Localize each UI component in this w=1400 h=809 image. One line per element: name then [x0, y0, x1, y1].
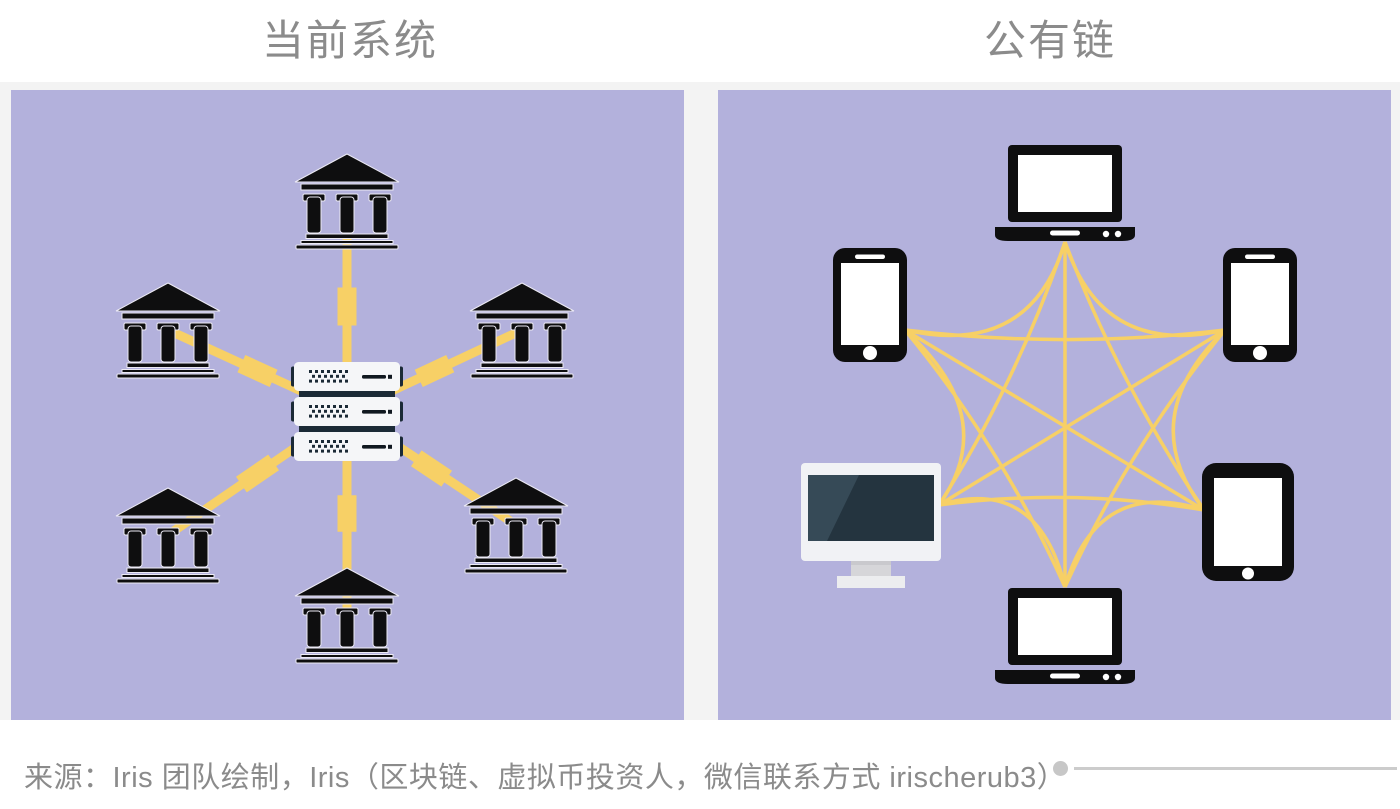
mesh-link: [903, 328, 1067, 588]
divider-dot-icon: [1053, 761, 1068, 776]
tablet-icon: [1202, 463, 1294, 581]
link-joint: [237, 354, 278, 388]
bank-icon: [115, 487, 221, 584]
right-panel-title: 公有链: [983, 17, 1116, 64]
central-server-icon: [291, 362, 403, 461]
mesh-nodes-layer: [801, 145, 1297, 684]
mesh-link: [1171, 328, 1227, 512]
laptop-icon: [995, 145, 1135, 241]
link-joint: [411, 450, 452, 487]
laptop-icon: [995, 588, 1135, 684]
mesh-link: [938, 495, 1205, 512]
mesh-link: [904, 241, 1067, 338]
mesh-links-layer: [903, 241, 1227, 588]
desktop-icon: [801, 463, 941, 588]
bank-icon: [294, 567, 400, 664]
mesh-link: [903, 328, 966, 507]
caption-band: 来源：Iris 团队绘制，Iris（区块链、虚拟币投资人，微信联系方式 iris…: [0, 720, 1400, 809]
mesh-link: [938, 496, 1067, 588]
public-chain-diagram: [801, 145, 1297, 684]
divider-line: [1074, 767, 1397, 770]
title-band: 当前系统 公有链: [0, 0, 1400, 82]
mesh-link: [1063, 500, 1205, 588]
phone-icon: [1223, 248, 1297, 362]
bank-icon: [463, 477, 569, 574]
centralized-system-diagram: [115, 153, 575, 664]
source-caption: 来源：Iris 团队绘制，Iris（区块链、虚拟币投资人，微信联系方式 iris…: [24, 762, 1067, 794]
link-joint: [414, 355, 455, 387]
mesh-link: [904, 328, 1226, 342]
right-panel-public-chain: [718, 90, 1391, 720]
left-panel-centralized-system: [11, 90, 684, 720]
bank-icon: [469, 282, 575, 379]
star-nodes-layer: [115, 153, 575, 664]
mesh-link: [904, 328, 1205, 512]
link-joint: [236, 454, 279, 493]
mesh-link: [1063, 328, 1227, 588]
mesh-link: [1063, 241, 1226, 338]
bank-icon: [294, 153, 400, 250]
left-panel-title: 当前系统: [261, 17, 438, 64]
bank-icon: [115, 282, 221, 379]
phone-icon: [833, 248, 907, 362]
mesh-link: [938, 328, 1226, 507]
